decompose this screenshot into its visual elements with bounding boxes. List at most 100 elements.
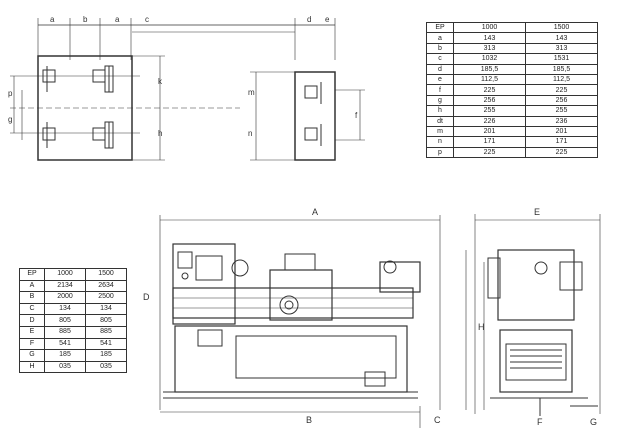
table-row-cell: 185 [44, 349, 86, 362]
table-row-cell: m [426, 125, 454, 138]
table-row-cell: 256 [453, 94, 526, 107]
table-row-cell: 541 [44, 337, 86, 351]
table-row-cell: 255 [525, 105, 598, 117]
table-row-cell: 226 [453, 115, 526, 127]
table-row-cell: e [426, 73, 454, 86]
table-row-cell: 201 [525, 125, 598, 138]
table-row-cell: 134 [44, 302, 86, 316]
table-row-cell: 225 [453, 146, 526, 159]
dim-label-m: m [248, 88, 255, 97]
table-row-cell: A [19, 279, 45, 293]
table-row-cell: 035 [85, 360, 127, 374]
table-row-cell: 143 [453, 32, 526, 44]
side-headstock [497, 249, 575, 321]
table-row-cell: p [426, 146, 454, 159]
table-row-cell: 885 [44, 325, 86, 339]
table-row-cell: 185,5 [453, 63, 526, 75]
table-row-cell: 185,5 [525, 63, 598, 75]
table-row-cell: d [426, 63, 454, 75]
dim-label-b: b [83, 15, 88, 24]
table-row-cell: 1531 [525, 53, 598, 65]
table-row-cell: 2134 [44, 279, 86, 293]
dim-label-d: d [307, 15, 311, 24]
table-row-cell: 143 [525, 32, 598, 44]
headstock [172, 243, 236, 325]
dim-label-G: G [590, 417, 597, 427]
table-row-cell: 313 [525, 42, 598, 55]
table-row-cell: b [426, 42, 454, 55]
table-row-cell: a [426, 32, 454, 44]
table-row-cell: c [426, 53, 454, 65]
table-row-cell: 201 [453, 125, 526, 138]
table-header-row-cell: EP [19, 268, 45, 281]
machine-labels: A B C D E F G H [143, 207, 597, 427]
dim-label-c: c [145, 15, 149, 24]
table-row-cell: 2000 [44, 291, 86, 304]
table-row-cell: D [19, 314, 45, 327]
dim-label-C: C [434, 415, 441, 425]
table-row-cell: 885 [85, 325, 127, 339]
table-row-cell: 225 [525, 146, 598, 159]
table-header-row-cell: EP [426, 21, 454, 34]
dim-label-F: F [537, 417, 543, 427]
lathe-side-view [465, 214, 601, 416]
dim-label-p: p [8, 89, 13, 98]
dim-label-B: B [306, 415, 312, 425]
table-row-cell: 2500 [85, 291, 127, 304]
table-row-cell: f [426, 84, 454, 96]
dim-label-f: f [355, 111, 358, 120]
table-row-cell: 225 [453, 84, 526, 96]
table-row-cell: 256 [525, 94, 598, 107]
table-row-cell: G [19, 349, 45, 362]
table-header-row-cell: 1000 [453, 21, 526, 34]
table-row-cell: dt [426, 115, 454, 127]
lathe-bed [172, 287, 414, 319]
tailstock [379, 261, 421, 293]
table-row-cell: h [426, 105, 454, 117]
table-row-cell: 112,5 [453, 73, 526, 86]
carriage [269, 269, 333, 321]
table-row-cell: 1032 [453, 53, 526, 65]
table-row-cell: 805 [85, 314, 127, 327]
table-row-cell: 313 [453, 42, 526, 55]
dim-label-E: E [534, 207, 540, 217]
table-row-cell: 035 [44, 360, 86, 374]
table-row-cell: H [19, 360, 45, 374]
dim-label-a1: a [50, 15, 55, 24]
table-row-cell: 236 [525, 115, 598, 127]
table-row-cell: E [19, 325, 45, 339]
table-header-row-cell: 1500 [525, 21, 598, 34]
plan-view-labels: a b a c d e k h m n p g f [8, 15, 358, 138]
table-row-cell: 225 [525, 84, 598, 96]
table-row-cell: g [426, 94, 454, 107]
table-row-cell: 255 [453, 105, 526, 117]
table-header-row-cell: 1000 [44, 268, 86, 281]
dim-label-g: g [8, 115, 12, 124]
dim-label-k: k [158, 77, 163, 86]
table-row-cell: 112,5 [525, 73, 598, 86]
table-row-cell: n [426, 136, 454, 148]
dim-label-a2: a [115, 15, 120, 24]
